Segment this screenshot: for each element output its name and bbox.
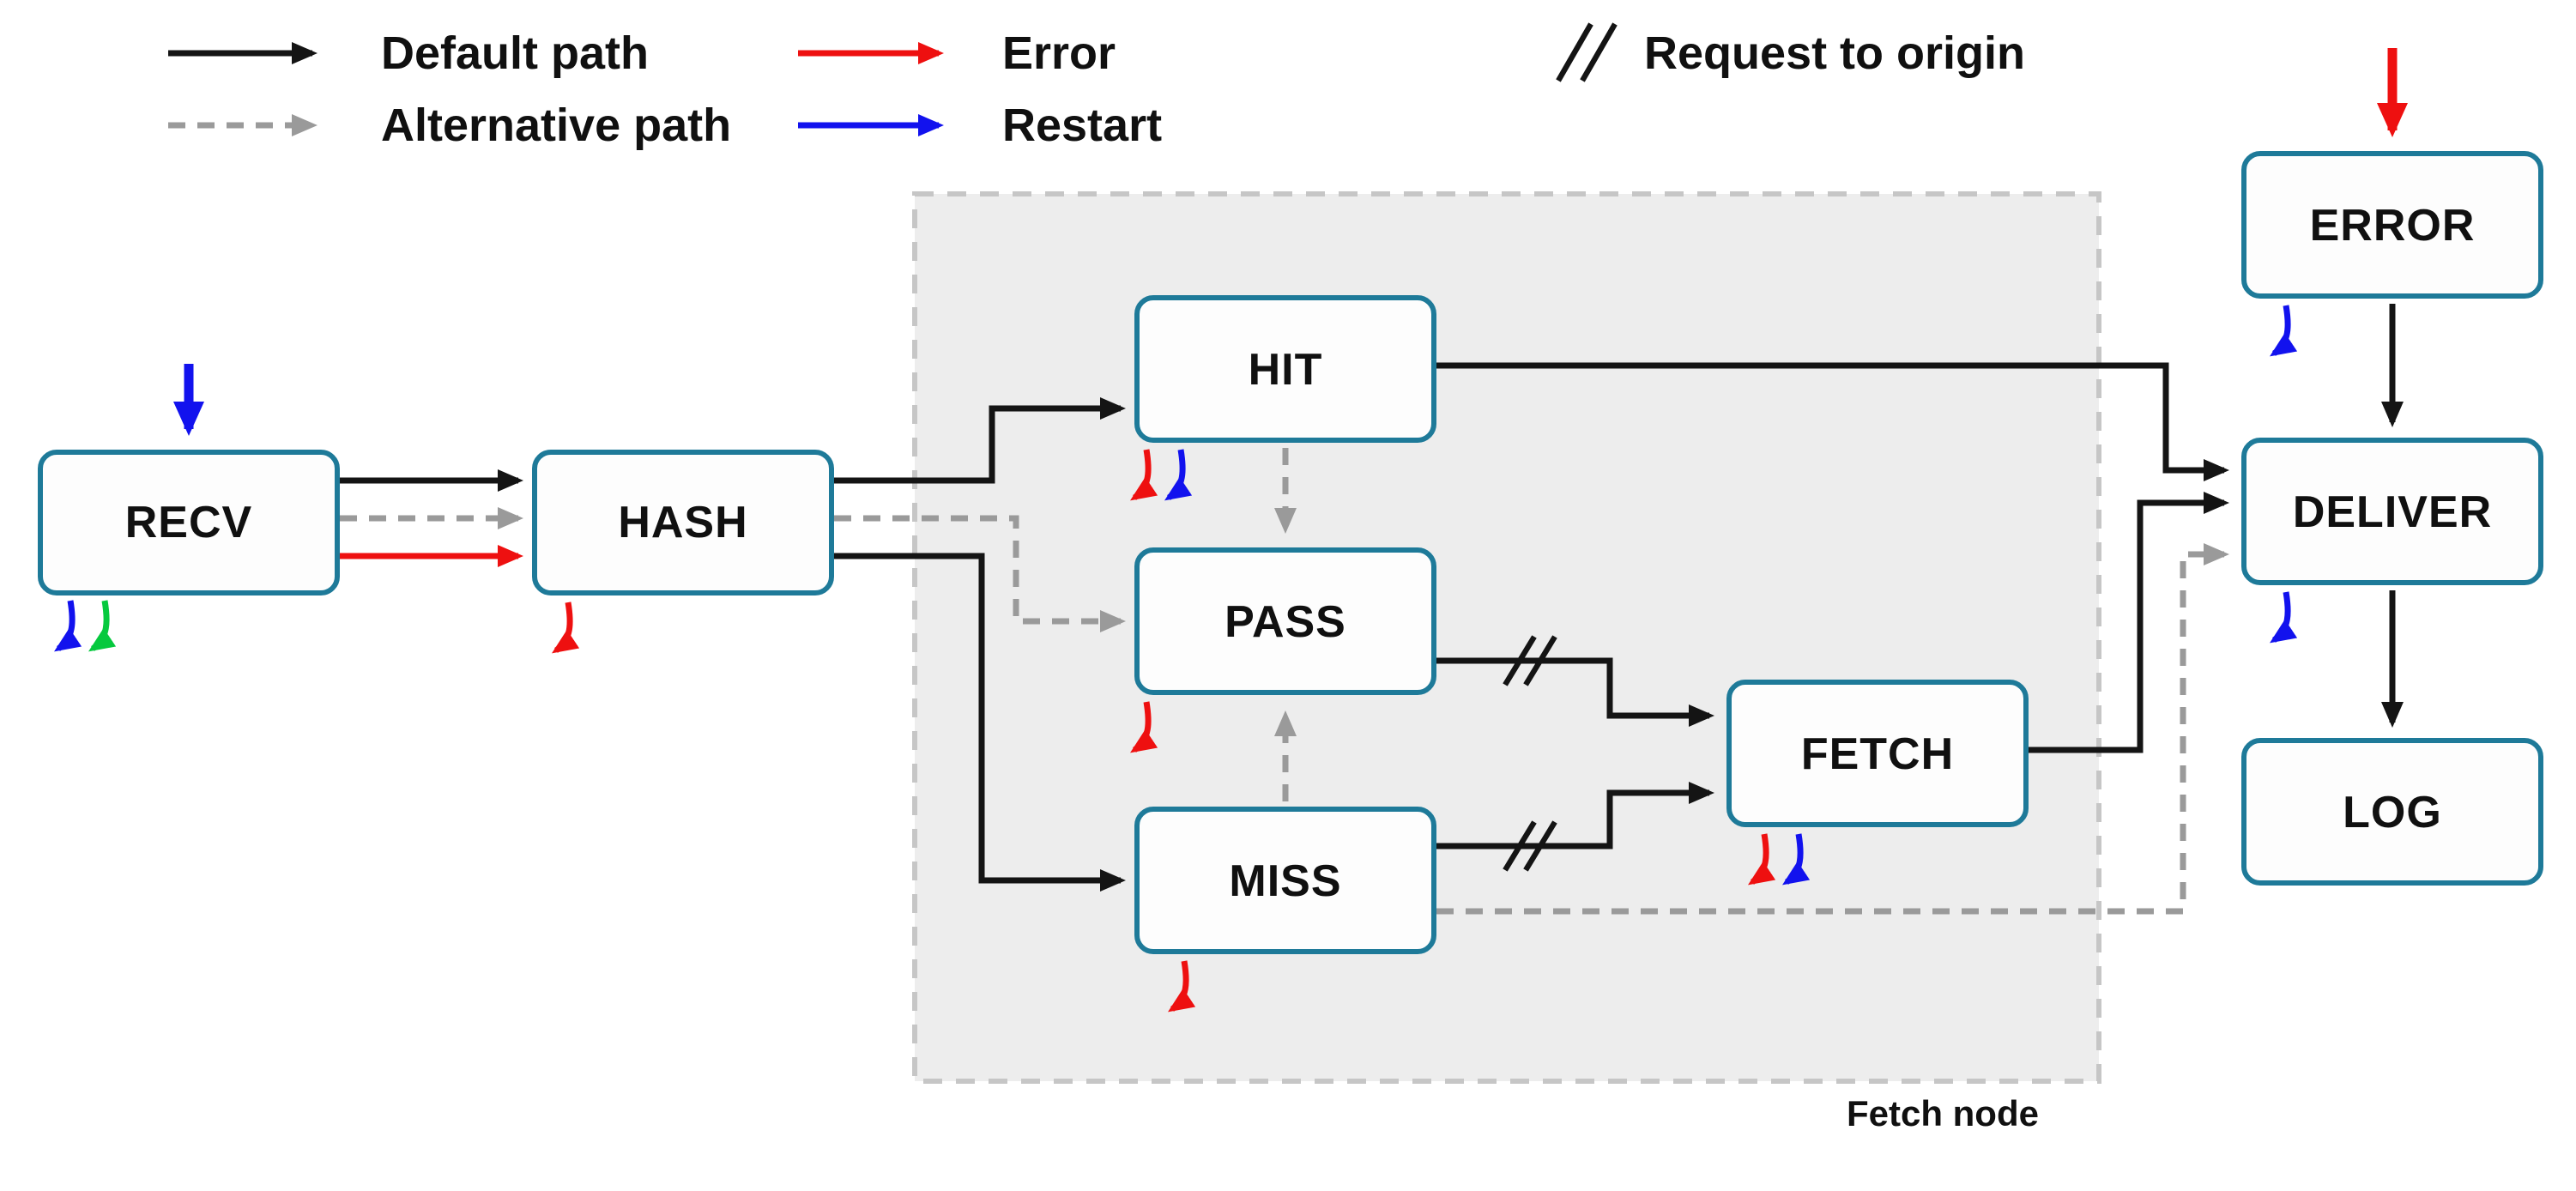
hit-restart-hook-arrow [1164,449,1193,501]
hash-error-hook-arrow [552,602,580,654]
fetch-error-hook-arrow [1748,833,1776,886]
pass-error-hook-arrow [1130,701,1158,753]
edge-miss-deliver-alternative [1436,543,2229,915]
legend-label-alternative-path: Alternative path [381,100,732,151]
node-fetch: FETCH [1726,680,2029,827]
node-deliver: DELIVER [2241,438,2543,585]
node-pass: PASS [1134,547,1436,695]
edge-hash-miss-default [834,553,1126,892]
edge-miss-fetch-default [1436,782,1714,849]
node-hash: HASH [532,450,834,596]
legend-origin-slash-icon [1556,22,1618,82]
node-miss: MISS [1134,807,1436,954]
miss-error-hook-arrow [1168,960,1196,1013]
node-error: ERROR [2241,151,2543,299]
error-restart-hook-arrow [2270,305,2298,357]
recv-green-hook-arrow [88,600,117,652]
fetch-node-container [912,191,2101,1084]
legend-label-error: Error [1002,27,1116,79]
node-recv: RECV [38,450,340,596]
edge-pass-fetch-default [1436,657,1714,727]
miss-fetch-origin-slash-icon [1503,820,1557,872]
edge-hash-pass-alternative [834,515,1126,632]
legend-label-request-to-origin: Request to origin [1644,27,2025,79]
edge-fetch-deliver-default [2029,492,2229,753]
legend-label-restart: Restart [1002,100,1163,151]
edge-hit-deliver-default [1436,362,2229,481]
fetch-node-caption: Fetch node [1846,1095,2039,1134]
fetch-restart-hook-arrow [1782,833,1811,886]
node-hit: HIT [1134,295,1436,443]
node-log: LOG [2241,738,2543,886]
hit-error-hook-arrow [1130,449,1158,501]
legend-label-default-path: Default path [381,27,650,79]
pass-fetch-origin-slash-icon [1503,635,1557,686]
edge-hash-hit-default [834,397,1126,484]
recv-restart-hook-arrow [54,600,82,652]
deliver-restart-hook-arrow [2270,591,2298,644]
